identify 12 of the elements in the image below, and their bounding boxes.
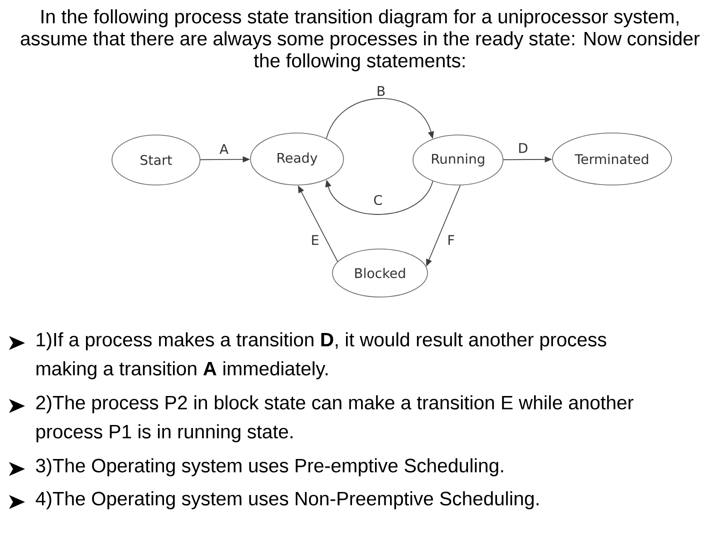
edge-label: A [218, 143, 230, 155]
arrow [326, 98, 434, 139]
title: In the following process state transition diagram for a uniprocessor system, assume that there are always some processes in the ready state: Now consider the following statements: [20, 9, 700, 72]
statement-text: 1)If a process makes a transition D, it would result another process making a transition A immediately. [36, 332, 606, 380]
edge-label: D [516, 142, 530, 154]
statement-text: 2)The process P2 in block state can make a transition E while another process P1 is in running state. [36, 395, 634, 442]
statement-text: 3)The Operating system uses Pre-emptive Scheduling. [36, 458, 504, 476]
edge-label: B [375, 85, 387, 97]
edge-label: F [446, 234, 456, 246]
statement-text: 4)The Operating system uses Non-Preemptive Scheduling. [36, 491, 538, 510]
edge-label: C [372, 194, 384, 206]
edge-label: E [310, 234, 320, 246]
